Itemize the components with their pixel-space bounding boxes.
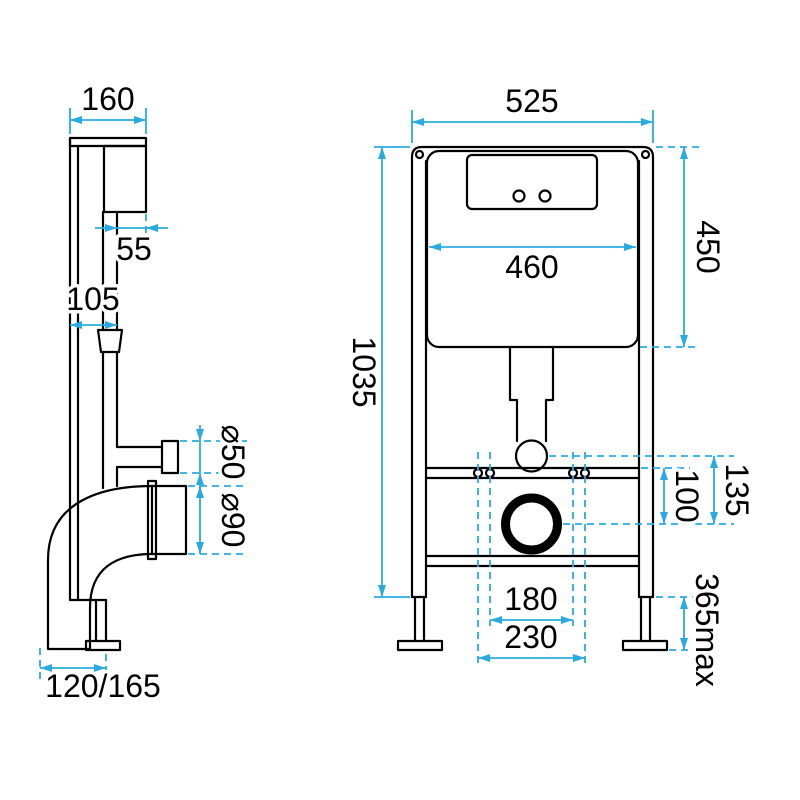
dimension-outer-spacing: 230 [477, 452, 586, 664]
dimension-cistern-width: 460 [429, 243, 636, 289]
cistern-side [102, 144, 148, 214]
drain-elbow [46, 484, 154, 651]
frame-inner-rails [424, 159, 641, 599]
dim-label-1035: 1035 [346, 336, 382, 407]
flush-plate [465, 153, 599, 211]
dim-label-230: 230 [504, 619, 557, 655]
side-view: 160 55 105 ⌀50 ⌀90 [39, 78, 255, 708]
flush-pipe-upper [101, 210, 119, 332]
dimension-drain-diameter: ⌀90 [188, 485, 255, 555]
dim-label-525: 525 [505, 83, 558, 119]
dim-label-460: 460 [505, 249, 558, 285]
inlet-collar [160, 439, 180, 475]
dim-label-135: 135 [719, 463, 755, 516]
dimension-leg-extension: 365max [656, 570, 729, 690]
side-foot [84, 639, 122, 652]
dim-label-d50: ⌀50 [215, 425, 251, 480]
waste-outlet-circle [501, 493, 562, 555]
dimension-inlet-diameter: ⌀50 [180, 421, 255, 489]
foot-right [621, 639, 669, 652]
flush-downpipe [508, 345, 555, 443]
pipe-coupling [96, 328, 124, 354]
dimension-drain-offset: 120/165 [39, 648, 164, 708]
corner-screw-right [640, 149, 651, 160]
dimension-cistern-height: 450 [640, 146, 730, 348]
dim-label-120-165: 120/165 [45, 668, 161, 704]
flush-pipe-lower [101, 350, 119, 490]
dim-label-450: 450 [690, 220, 726, 273]
side-view-frame-profile [46, 136, 188, 652]
dimension-cistern-depth: 55 [95, 214, 168, 271]
cistern-body [425, 149, 640, 349]
dimension-frame-width: 525 [411, 80, 654, 143]
top-bar [68, 136, 148, 148]
dimension-bolt-spacing: 180 [489, 452, 574, 626]
flush-pipe-connector [514, 439, 549, 473]
dim-label-160: 160 [81, 81, 134, 117]
crossbars [424, 466, 641, 568]
legs [413, 595, 652, 643]
foot-left [396, 639, 444, 652]
dim-label-180: 180 [504, 581, 557, 617]
dim-label-365max: 365max [689, 573, 725, 687]
dimension-outlet-to-crossbar: 100 [641, 466, 709, 526]
drain-socket-flange [146, 479, 158, 561]
dim-label-100: 100 [669, 469, 705, 522]
dimension-outlet-to-connector: 135 [549, 455, 759, 525]
corner-screw-left [414, 149, 425, 160]
flush-button-left [512, 189, 526, 203]
inlet-stub-pipe [115, 445, 164, 469]
front-view: 525 460 450 1035 135 100 [343, 80, 759, 691]
dimension-pipe-offset: 105 [63, 278, 123, 329]
dim-label-55: 55 [116, 231, 152, 267]
dim-label-105: 105 [66, 281, 119, 317]
frame-outline [410, 145, 655, 599]
dimension-frame-height: 1035 [343, 146, 410, 598]
drain-socket [150, 484, 188, 556]
flush-button-right [538, 189, 552, 203]
front-view-frame [396, 145, 669, 652]
front-rail [68, 136, 108, 602]
dim-label-d90: ⌀90 [215, 493, 251, 548]
dimension-top-width: 160 [69, 78, 147, 134]
side-leg [94, 598, 108, 643]
